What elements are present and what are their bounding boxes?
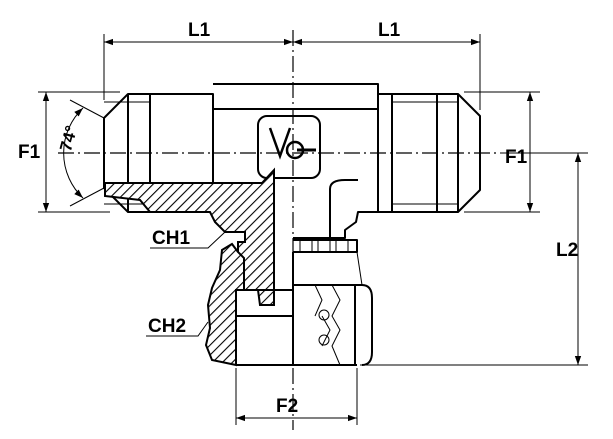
angle-leg-top	[69, 99, 105, 119]
swivel-nut	[204, 239, 373, 367]
label-l2: L2	[556, 240, 578, 261]
label-f1-right: F1	[505, 147, 528, 168]
label-f2: F2	[276, 396, 298, 417]
label-l1-right: L1	[378, 20, 401, 41]
label-f1-left: F1	[18, 142, 41, 163]
logo-plate	[257, 115, 321, 179]
dimensions	[38, 34, 588, 425]
label-angle: 74°	[56, 124, 81, 154]
label-ch1: CH1	[152, 228, 190, 249]
tee-body	[213, 83, 379, 239]
right-male-end	[378, 93, 481, 213]
ch2-leader	[146, 321, 209, 337]
sectioned-body	[104, 167, 275, 306]
angle-leg-bottom	[69, 187, 105, 207]
label-ch2: CH2	[148, 316, 186, 337]
label-l1-left: L1	[188, 20, 211, 41]
vg-logo: VG	[268, 127, 316, 160]
dimension-labels: L1 L1 F1 F1 L2 F2 CH1 CH2 74°	[18, 20, 578, 417]
ch1-leader	[150, 231, 226, 249]
angle-arc	[63, 107, 84, 199]
centre-lines	[58, 30, 500, 430]
